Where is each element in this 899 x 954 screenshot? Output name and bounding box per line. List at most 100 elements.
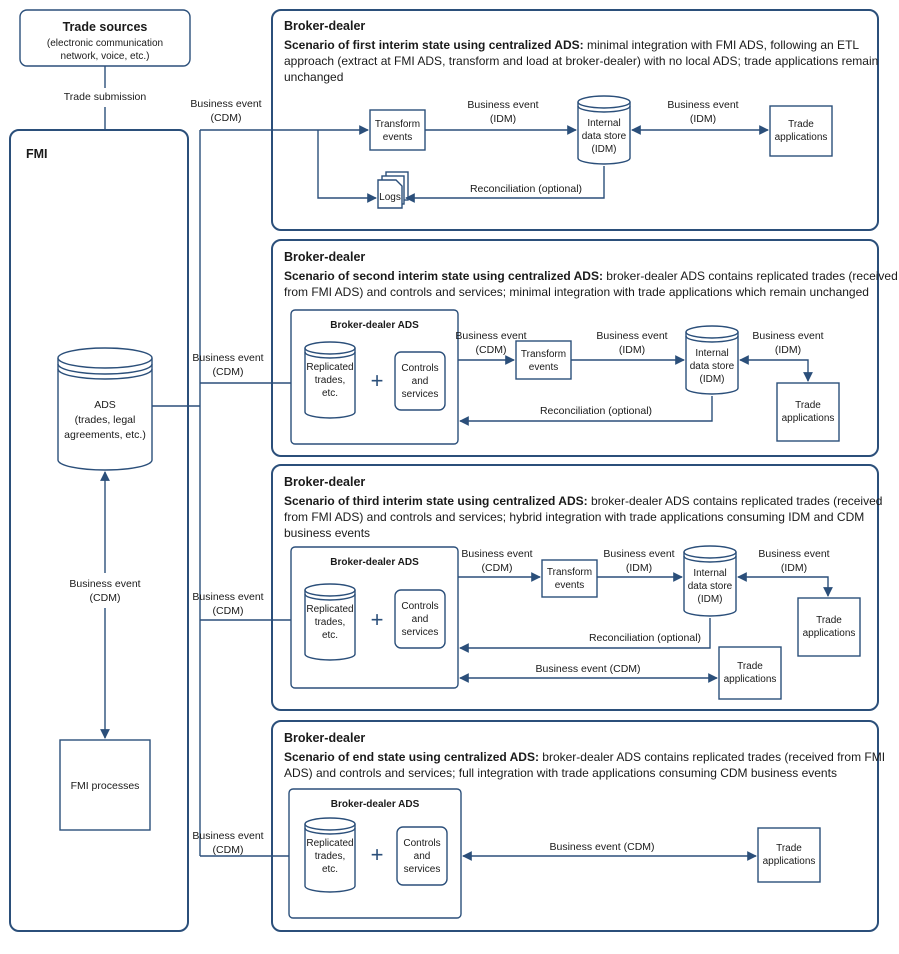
fmi-ads-label: ADS — [94, 399, 116, 411]
s3-idm-event-label-2: (IDM) — [626, 562, 652, 574]
s2-replicated-label-3: etc. — [322, 388, 338, 399]
s1-transform-label-1: Transform — [375, 119, 420, 130]
s2-replicated-label-2: trades, — [315, 375, 346, 386]
s3-broker-ads-label: Broker-dealer ADS — [330, 557, 419, 568]
fmi-processes-box: FMI processes — [59, 739, 151, 831]
s4-event-label-1: Business event — [192, 830, 263, 842]
s4-replicated-label-3: etc. — [322, 864, 338, 875]
s3-trade-apps-idm-label-2: applications — [803, 628, 856, 639]
s4-controls-label-3: services — [404, 864, 441, 875]
scenario-3-heading: Broker-dealer — [284, 475, 365, 489]
s3-store-to-apps — [737, 572, 833, 597]
s2-cdm-event-label-2: (CDM) — [476, 344, 507, 356]
s2-broker-ads-box: Broker-dealer ADS Replicated trades, etc… — [290, 309, 459, 445]
s4-replicated-label-1: Replicated — [306, 838, 353, 849]
s3-controls-label-2: and — [412, 614, 429, 625]
s3-replicated-label-1: Replicated — [306, 604, 353, 615]
s2-store-label-1: Internal — [695, 348, 728, 359]
s3-broker-ads-box: Broker-dealer ADS Replicated trades, etc… — [290, 546, 459, 689]
s2-app-event-label-2: (IDM) — [775, 344, 801, 356]
trade-submission-label: Trade submission — [64, 91, 147, 103]
s3-trade-apps-cdm-label-2: applications — [724, 674, 777, 685]
s3-replicated-label-3: etc. — [322, 630, 338, 641]
s2-event-label-2: (CDM) — [213, 366, 244, 378]
s3-internal-store: Internal data store (IDM) — [683, 545, 737, 617]
s2-controls-label-1: Controls — [401, 363, 438, 374]
scenario-1-frame: Broker-dealer Scenario of first interim … — [271, 9, 879, 231]
scenario-2-heading: Broker-dealer — [284, 250, 365, 264]
s3-cdm-event-label-2: (CDM) — [482, 562, 513, 574]
s1-event-label-2: (CDM) — [211, 112, 242, 124]
scenario-2-desc-bold: Scenario of second interim state using c… — [284, 269, 603, 283]
s3-cdm-direct-label: Business event (CDM) — [535, 663, 640, 675]
s3-app-event-label-1: Business event — [758, 548, 829, 560]
s2-transform-box: Transform events — [515, 340, 572, 380]
s3-store-label-1: Internal — [693, 568, 726, 579]
s2-plus-sign: + — [371, 368, 384, 393]
s3-app-event-label-2: (IDM) — [781, 562, 807, 574]
fmi-ads-cylinder: ADS (trades, legal agreements, etc.) — [57, 347, 153, 471]
s4-cdm-event-label: Business event (CDM) — [549, 841, 654, 853]
s1-transform-label-2: events — [383, 132, 412, 143]
scenario-2-desc-line1: Scenario of second interim state using c… — [284, 269, 898, 283]
scenario-4-heading: Broker-dealer — [284, 731, 365, 745]
s2-replicated-label-1: Replicated — [306, 362, 353, 373]
s1-trade-apps-label-2: applications — [775, 132, 828, 143]
s1-trade-apps-label-1: Trade — [788, 119, 814, 130]
s3-event-label-2: (CDM) — [213, 605, 244, 617]
s4-controls-label-1: Controls — [403, 838, 440, 849]
s3-reconciliation-label: Reconciliation (optional) — [589, 632, 701, 644]
scenario-4-desc-l1: broker-dealer ADS contains replicated tr… — [539, 750, 885, 764]
s1-event-label-1: Business event — [190, 98, 261, 110]
s2-transform-label-1: Transform — [521, 349, 566, 360]
s2-trade-apps-box: Trade applications — [776, 382, 840, 442]
s1-store-label-2: data store — [582, 131, 627, 142]
s1-bus-to-logs — [317, 130, 377, 203]
scenario-1-desc-l1: minimal integration with FMI ADS, follow… — [584, 38, 860, 52]
s3-cdm-event-label-1: Business event — [461, 548, 532, 560]
s2-store-label-3: (IDM) — [700, 374, 725, 385]
s3-replicated-label-2: trades, — [315, 617, 346, 628]
s3-transform-label-2: events — [555, 580, 584, 591]
s2-controls-label-2: and — [412, 376, 429, 387]
scenario-4-desc-bold: Scenario of end state using centralized … — [284, 750, 539, 764]
s4-controls-label-2: and — [414, 851, 431, 862]
s2-idm-event-label-1: Business event — [596, 330, 667, 342]
scenario-3-desc-l1: broker-dealer ADS contains replicated tr… — [588, 494, 883, 508]
scenario-3-desc-line1: Scenario of third interim state using ce… — [284, 494, 882, 508]
s4-event-label-2: (CDM) — [213, 844, 244, 856]
s2-reconciliation-label: Reconciliation (optional) — [540, 405, 652, 417]
s1-store-label-1: Internal — [587, 118, 620, 129]
s2-store-to-apps — [739, 355, 813, 382]
s3-idm-event-label-1: Business event — [603, 548, 674, 560]
trade-sources-sub1: (electronic communication — [47, 38, 163, 49]
s1-store-label-3: (IDM) — [592, 144, 617, 155]
s2-event-label-1: Business event — [192, 352, 263, 364]
s1-transform-box: Transform events — [369, 109, 426, 151]
fmi-event-label-1: Business event — [69, 578, 140, 590]
s3-plus-sign: + — [371, 607, 384, 632]
s2-broker-ads-label: Broker-dealer ADS — [330, 320, 419, 331]
fmi-processes-label: FMI processes — [71, 780, 140, 792]
s1-reconciliation-arrow — [405, 166, 605, 203]
s2-reconciliation-arrow — [459, 396, 713, 426]
s3-controls-label-3: services — [402, 627, 439, 638]
scenario-1-desc-line3: unchanged — [284, 70, 343, 84]
s3-transform-label-1: Transform — [547, 567, 592, 578]
s4-trade-apps-box: Trade applications — [757, 827, 821, 883]
scenario-1-desc-line1: Scenario of first interim state using ce… — [284, 38, 859, 52]
s3-store-label-3: (IDM) — [698, 594, 723, 605]
s4-trade-apps-label-1: Trade — [776, 843, 802, 854]
s2-trade-apps-label-2: applications — [782, 413, 835, 424]
s3-trade-apps-idm-label-1: Trade — [816, 615, 842, 626]
s1-app-event-label-2: (IDM) — [690, 113, 716, 125]
s2-internal-store: Internal data store (IDM) — [685, 325, 739, 395]
scenario-2-desc-l1: broker-dealer ADS contains replicated tr… — [603, 269, 898, 283]
scenario-3-desc-line3: business events — [284, 526, 370, 540]
fmi-ads-sub2: agreements, etc.) — [64, 429, 146, 441]
fmi-title: FMI — [26, 147, 48, 161]
s1-logs-document: Logs — [377, 171, 409, 209]
s2-trade-apps-label-1: Trade — [795, 400, 821, 411]
s4-replicated-label-2: trades, — [315, 851, 346, 862]
